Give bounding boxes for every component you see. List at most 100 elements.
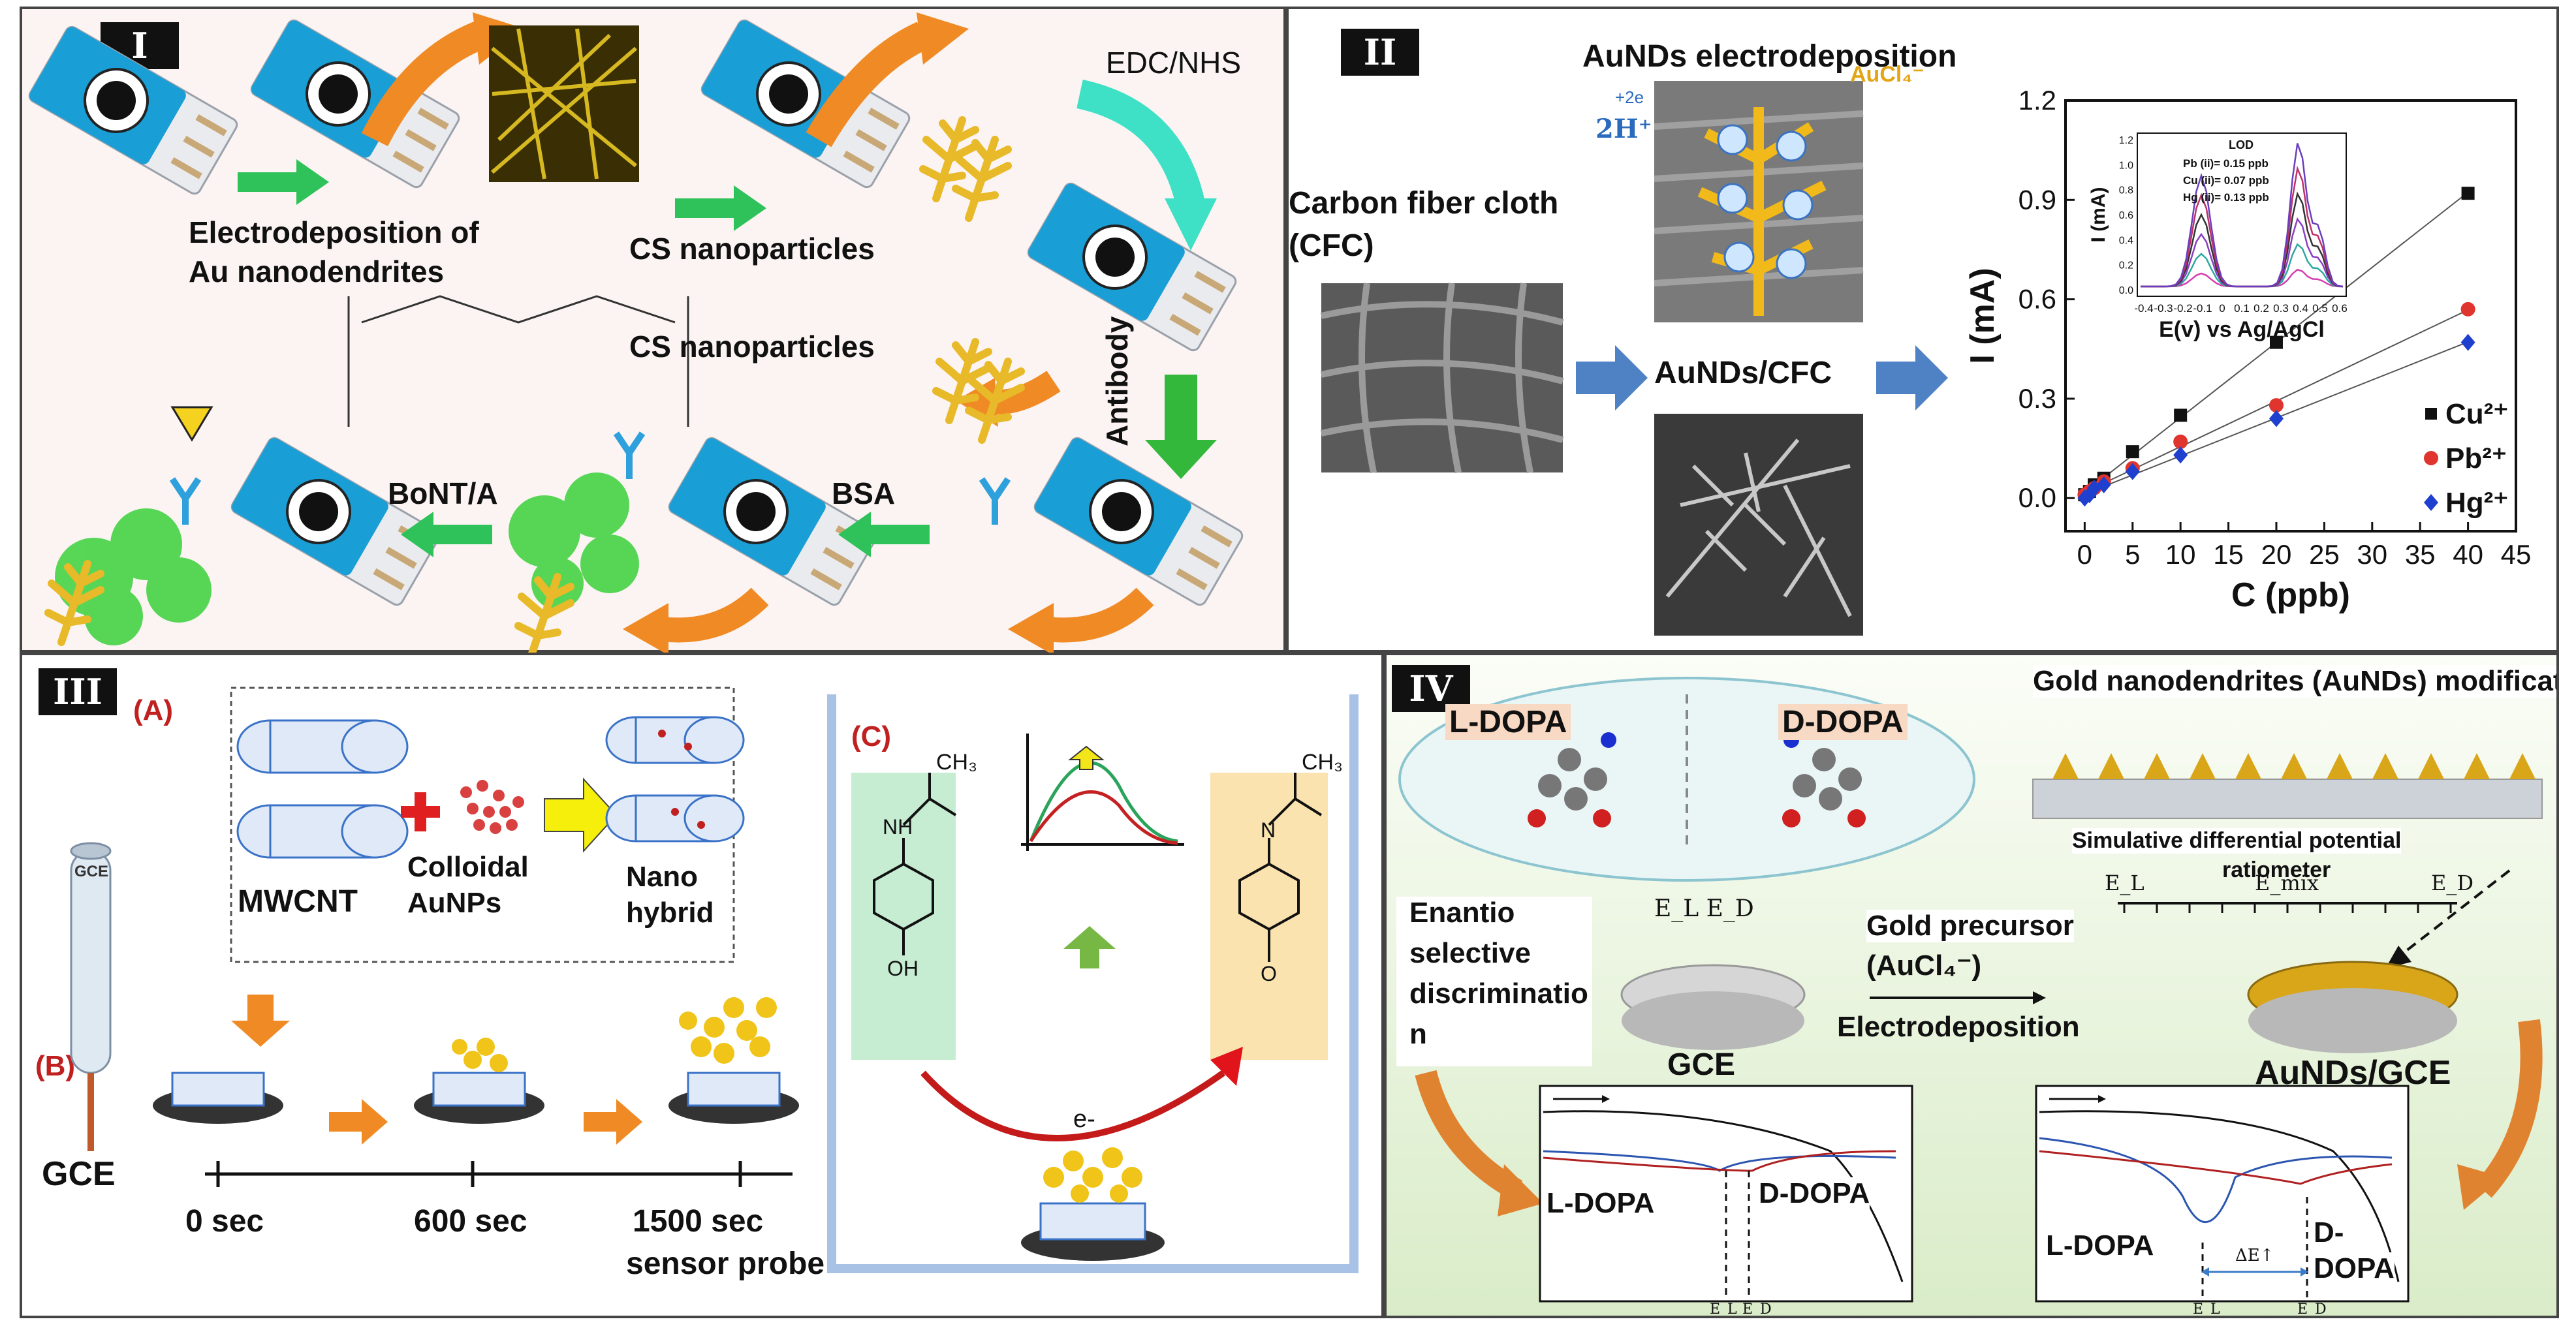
panel-1: I: [20, 7, 1286, 655]
inset-x-tick-6: 0.2: [2254, 302, 2269, 315]
oh-label: OH: [887, 957, 919, 980]
y-tick-label-3: 0.9: [2018, 184, 2056, 215]
inset-x-tick-4: 0: [2219, 302, 2225, 315]
x-tick-label-3: 15: [2213, 539, 2244, 570]
inset-title: LOD: [2229, 138, 2254, 151]
inset-curve-5: [2141, 143, 2344, 288]
cv1-el-label: E_L: [1710, 1301, 1737, 1318]
cs-nanoparticles-label-a: CS nanoparticles: [629, 232, 875, 266]
x-tick-label-7: 35: [2405, 539, 2436, 570]
aunds-electrodeposition-title: AuNDs electrodeposition: [1582, 39, 1957, 74]
electron-label: e-: [1073, 1106, 1095, 1133]
gold-precursor-label-1: Gold precursor: [1866, 910, 2074, 942]
inset-y-tick-2: 0.4: [2119, 235, 2133, 246]
legend-marker-2: [2424, 494, 2438, 511]
x-tick-label-0: 0: [2077, 539, 2092, 570]
label-a: (A): [133, 694, 174, 726]
point-0-6: [2269, 335, 2283, 349]
electrodeposition-label-2: Au nanodendrites: [189, 255, 445, 288]
d-dopa-label: D-DOPA: [1778, 704, 1908, 740]
inset-x-tick-0: -0.4: [2134, 302, 2153, 315]
enantio-line-4: n: [1409, 1018, 1427, 1050]
edc-nhs-label: EDC/NHS: [1106, 46, 1242, 80]
enantio-line-3: discriminatio: [1409, 978, 1588, 1010]
cv1-l-dopa-label: L-DOPA: [1547, 1187, 1655, 1220]
panel-2: II AuNDs electrodeposition Carbon fiber …: [1286, 7, 2559, 653]
o-right-label: O: [1261, 962, 1277, 985]
cfc-label-1: Carbon fiber cloth: [1289, 186, 1559, 221]
sensor-probe-label: sensor probe: [626, 1246, 825, 1281]
y-tick-label-2: 0.6: [2018, 284, 2056, 315]
cv1-ed-label: E_D: [1742, 1301, 1772, 1318]
y-tick-label-0: 0.0: [2018, 482, 2056, 513]
panel-2-illustration: [1320, 81, 1948, 636]
e-d-scale-label: E_D: [2431, 871, 2474, 895]
inset-lod-2: Hg (ii)= 0.13 ppb: [2183, 191, 2269, 204]
inset-y-label: I (mA): [2088, 187, 2109, 243]
time-1500-label: 1500 sec: [633, 1204, 764, 1239]
y-tick-label-4: 1.2: [2018, 87, 2056, 116]
electrodeposition-label: Electrodeposition: [1837, 1011, 2080, 1043]
e-mix-scale-label: E_mix: [2255, 871, 2319, 895]
bont-label: BoNT/A: [388, 476, 498, 510]
point-0-7: [2461, 187, 2475, 200]
nano-hybrid-label-2: hybrid: [626, 897, 714, 929]
enantio-block: Enantio selective discriminatio n: [1396, 897, 1592, 1066]
legend-label-2: Hg²⁺: [2445, 487, 2509, 519]
inset-x-tick-1: -0.3: [2154, 302, 2173, 315]
cv2-l-dopa-label: L-DOPA: [2046, 1229, 2154, 1262]
panel-1-illustration: [25, 12, 1246, 655]
x-tick-label-8: 40: [2453, 539, 2483, 570]
point-1-7: [2460, 302, 2475, 317]
gold-precursor-label-2: (AuCl₄⁻): [1866, 950, 1982, 982]
panel-4-badge: IV: [1392, 665, 1470, 712]
aunds-modifications-title: Gold nanodendrites (AuNDs) modifications: [2033, 665, 2556, 698]
point-2-1: [2082, 486, 2097, 504]
inset-x-tick-8: 0.4: [2293, 302, 2308, 315]
cfc-label-2: (CFC): [1289, 228, 1374, 263]
cv2-d-label-1: D-: [2314, 1216, 2344, 1249]
inset-lod-1: Cu (ii)= 0.07 ppb: [2183, 174, 2269, 187]
legend-label-1: Pb²⁺: [2445, 442, 2507, 474]
x-tick-label-5: 25: [2309, 539, 2340, 570]
point-1-6: [2269, 398, 2284, 413]
antibody-label: Antibody: [1100, 316, 1134, 446]
point-2-0: [2077, 489, 2092, 507]
inset-y-tick-1: 0.2: [2119, 260, 2133, 271]
gce-label: GCE: [42, 1155, 116, 1193]
x-tick-label-6: 30: [2357, 539, 2387, 570]
x-tick-label-2: 10: [2165, 539, 2196, 570]
sdpr-label-1: Simulative differential potential: [2072, 828, 2402, 854]
nh-label: NH: [883, 815, 913, 839]
h-plus-label: 2H⁺: [1595, 114, 1652, 144]
inset-lod-0: Pb (ii)= 0.15 ppb: [2183, 157, 2269, 170]
cv2-d-label-2: DOPA: [2314, 1252, 2395, 1285]
inset-x-tick-3: -0.1: [2193, 302, 2212, 315]
x-tick-label-4: 20: [2261, 539, 2292, 570]
inset-x-tick-2: -0.2: [2173, 302, 2192, 315]
panel-3-illustration: [70, 687, 1359, 1273]
inset-y-tick-6: 1.2: [2119, 135, 2133, 146]
ch3-right-label: CH₃: [1302, 750, 1343, 775]
point-0-5: [2174, 409, 2188, 422]
point-2-7: [2460, 333, 2475, 351]
e-l-scale-label: E_L: [2105, 871, 2144, 895]
x-axis-label: C (ppb): [2231, 576, 2350, 614]
panel-3: III (A) (B) (C): [20, 653, 1384, 1318]
x-tick-label-1: 5: [2125, 539, 2140, 570]
nano-hybrid-label-1: Nano: [626, 861, 698, 893]
inset-x-label: E(v) vs Ag/AgCl: [2159, 317, 2325, 342]
inset-x-tick-7: 0.3: [2273, 302, 2289, 315]
gce-disc-label: GCE: [1667, 1047, 1736, 1082]
legend-marker-1: [2424, 451, 2438, 465]
enantio-line-1: Enantio: [1409, 897, 1515, 929]
inset-x-tick-5: 0.1: [2234, 302, 2250, 315]
point-2-3: [2096, 476, 2111, 493]
inset-y-tick-5: 1.0: [2119, 160, 2133, 171]
cv2-ed-label: E_D: [2297, 1301, 2327, 1318]
inset-x-tick-9: 0.5: [2312, 302, 2328, 315]
chart-plot-frame: [2064, 99, 2517, 533]
l-dopa-label: L-DOPA: [1445, 704, 1571, 740]
y-tick-label-1: 0.3: [2018, 383, 2056, 414]
delta-e-label: ΔE↑: [2235, 1246, 2274, 1265]
